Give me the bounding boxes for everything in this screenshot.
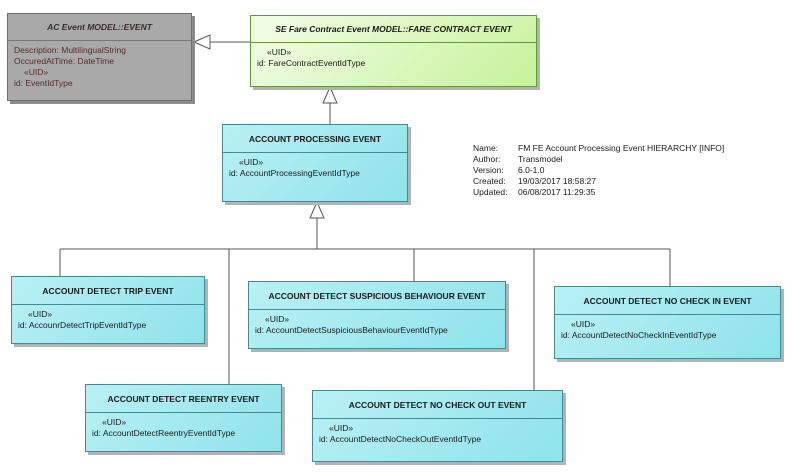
- attribute-id: id: EventIdType: [14, 78, 73, 88]
- info-row-updated: Updated: 06/08/2017 11:29:35: [473, 187, 724, 198]
- info-key: Author:: [473, 154, 501, 164]
- class-title: ACCOUNT PROCESSING EVENT: [223, 125, 407, 153]
- info-value: 6.0-1.0: [518, 165, 545, 175]
- class-title: SE Fare Contract Event MODEL::FARE CONTR…: [251, 16, 536, 43]
- info-row-author: Author: Transmodel: [473, 154, 724, 165]
- attribute-description: Description: MultilingualString: [14, 45, 126, 55]
- class-title: ACCOUNT DETECT REENTRY EVENT: [86, 385, 281, 413]
- class-title: ACCOUNT DETECT NO CHECK OUT EVENT: [313, 391, 562, 419]
- attribute-id: id: FareContractEventIdType: [257, 58, 366, 68]
- stereotype-label: «UID»: [267, 47, 292, 57]
- stereotype-label: «UID»: [102, 417, 127, 427]
- class-account-detect-no-check-out-event[interactable]: ACCOUNT DETECT NO CHECK OUT EVENT «UID» …: [312, 390, 563, 462]
- class-account-detect-trip-event[interactable]: ACCOUNT DETECT TRIP EVENT «UID» id: Acco…: [11, 276, 205, 344]
- attribute-id: id: AccountDetectNoCheckOutEventIdType: [319, 434, 482, 444]
- info-value: 19/03/2017 18:58:27: [518, 176, 596, 186]
- class-title: ACCOUNT DETECT SUSPICIOUS BEHAVIOUR EVEN…: [249, 282, 505, 310]
- class-account-detect-suspicious-behaviour-event[interactable]: ACCOUNT DETECT SUSPICIOUS BEHAVIOUR EVEN…: [248, 281, 506, 349]
- class-account-processing-event[interactable]: ACCOUNT PROCESSING EVENT «UID» id: Accou…: [222, 124, 408, 202]
- class-fare-contract-event[interactable]: SE Fare Contract Event MODEL::FARE CONTR…: [250, 15, 537, 87]
- info-key: Updated:: [473, 187, 508, 197]
- stereotype-label: «UID»: [24, 67, 49, 77]
- class-ac-event[interactable]: AC Event MODEL::EVENT Description: Multi…: [7, 13, 192, 101]
- class-account-detect-no-check-in-event[interactable]: ACCOUNT DETECT NO CHECK IN EVENT «UID» i…: [554, 286, 781, 359]
- attribute-occured-at-time: OccuredAtTime: DateTime: [14, 56, 114, 66]
- stereotype-label: «UID»: [28, 309, 53, 319]
- info-value: FM FE Account Processing Event HIERARCHY…: [518, 143, 725, 153]
- info-key: Created:: [473, 176, 506, 186]
- info-row-version: Version: 6.0-1.0: [473, 165, 724, 176]
- class-title: ACCOUNT DETECT NO CHECK IN EVENT: [555, 287, 780, 315]
- stereotype-label: «UID»: [239, 157, 264, 167]
- info-value: 06/08/2017 11:29:35: [518, 187, 596, 197]
- class-title: ACCOUNT DETECT TRIP EVENT: [12, 277, 204, 305]
- attribute-id: id: AccountDetectNoCheckInEventIdType: [561, 330, 717, 340]
- attribute-id: id: AccounrDetectTripEventIdType: [18, 320, 147, 330]
- info-row-created: Created: 19/03/2017 18:58:27: [473, 176, 724, 187]
- info-value: Transmodel: [518, 154, 563, 164]
- generalization-arrowhead: [192, 34, 211, 50]
- attribute-id: id: AccountDetectReentryEventIdType: [92, 428, 236, 438]
- attribute-id: id: AccountDetectSuspiciousBehaviourEven…: [255, 325, 448, 335]
- info-key: Name:: [473, 143, 499, 153]
- info-row-name: Name: FM FE Account Processing Event HIE…: [473, 143, 724, 154]
- stereotype-label: «UID»: [329, 423, 354, 433]
- stereotype-label: «UID»: [571, 319, 596, 329]
- diagram-info-block: Name: FM FE Account Processing Event HIE…: [473, 143, 724, 198]
- generalization-arrowhead: [309, 200, 325, 219]
- class-title: AC Event MODEL::EVENT: [8, 14, 191, 41]
- generalization-arrowhead: [322, 85, 338, 104]
- stereotype-label: «UID»: [265, 314, 290, 324]
- info-key: Version:: [473, 165, 504, 175]
- attribute-id: id: AccountProcessingEventIdType: [229, 168, 360, 178]
- class-account-detect-reentry-event[interactable]: ACCOUNT DETECT REENTRY EVENT «UID» id: A…: [85, 384, 282, 452]
